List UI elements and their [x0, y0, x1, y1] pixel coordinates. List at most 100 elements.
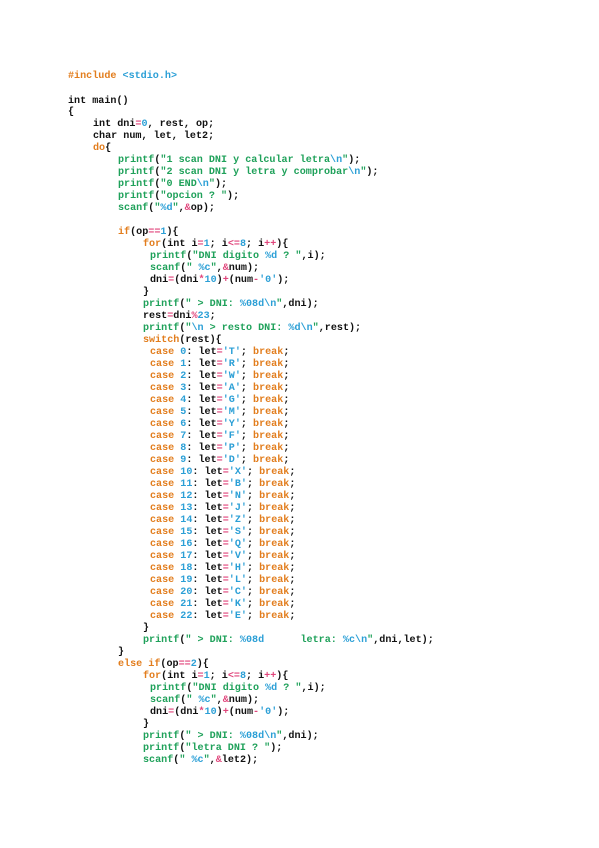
code-token: ; [246, 587, 260, 598]
code-token: 'P' [222, 443, 241, 454]
code-token: " [179, 755, 192, 766]
code-line: printf(" > DNI: %08d\n",dni); [143, 731, 319, 743]
code-token: 10 [204, 275, 217, 286]
code-token: 'J' [228, 503, 247, 514]
code-token: = [222, 539, 229, 550]
code-token: 2 [180, 371, 187, 382]
code-token: , [209, 755, 216, 766]
code-token: : let [192, 611, 223, 622]
code-token: case [150, 563, 181, 574]
code-token: " [210, 263, 217, 274]
code-line: if(op==1){ [118, 227, 179, 239]
code-token: 3 [180, 383, 187, 394]
code-token: ( [154, 155, 161, 166]
code-token: : let [186, 383, 217, 394]
code-token: ( [186, 683, 193, 694]
code-token: ( [179, 731, 186, 742]
code-line: case 18: let='H'; break; [150, 563, 295, 575]
code-token: ( [179, 743, 186, 754]
code-token: = [222, 575, 229, 586]
code-token: : let [192, 515, 223, 526]
code-token: = [197, 671, 204, 682]
code-token: \n [191, 323, 204, 334]
code-token: ; [246, 479, 260, 490]
code-token: let2); [221, 755, 259, 766]
code-line: printf("2 scan DNI y letra y comprobar\n… [118, 167, 379, 179]
code-line: } [118, 647, 124, 659]
code-token: ; [246, 563, 260, 574]
code-token: ( [179, 299, 186, 310]
code-line: case 11: let='B'; break; [150, 479, 295, 491]
code-token: == [148, 227, 161, 238]
code-token: op); [190, 203, 215, 214]
code-token: case [150, 491, 181, 502]
code-token: - [253, 275, 260, 286]
code-token: ); [227, 191, 240, 202]
code-token: ; i [246, 671, 265, 682]
code-token: case [150, 479, 181, 490]
code-line: case 13: let='J'; break; [150, 503, 295, 515]
code-token: ); [270, 743, 283, 754]
code-token: ,dni); [282, 731, 319, 742]
code-token: case [150, 395, 181, 406]
code-token: ; [246, 515, 260, 526]
code-line: scanf("%d",&op); [118, 203, 215, 215]
code-token: ; [283, 407, 290, 418]
code-line: case 16: let='Q'; break; [150, 539, 295, 551]
code-token: 'Z' [228, 515, 247, 526]
code-token: = [222, 587, 229, 598]
code-token: ; [289, 515, 296, 526]
code-token: (int i [161, 671, 198, 682]
code-token: %c [198, 695, 211, 706]
code-token: * [198, 275, 205, 286]
code-token: ); [277, 707, 290, 718]
code-token: 16 [180, 539, 193, 550]
code-token: 'V' [228, 551, 247, 562]
code-token: "2 scan DNI y letra y comprobar [160, 167, 349, 178]
code-token: %d [265, 683, 278, 694]
code-line: int dni=0, rest, op; [93, 119, 214, 131]
code-token: ; [289, 551, 296, 562]
code-token: = [222, 491, 229, 502]
code-token: dni [173, 311, 192, 322]
code-token: ; [240, 407, 254, 418]
code-token: ){ [196, 659, 209, 670]
code-token: ; [246, 467, 260, 478]
code-token: <stdio.h> [122, 71, 178, 82]
code-token: break [259, 551, 290, 562]
code-token: " [342, 155, 349, 166]
code-token: num); [228, 263, 260, 274]
code-token: (rest){ [179, 335, 222, 346]
code-token: ; [289, 503, 296, 514]
code-token: ; [289, 527, 296, 538]
code-token: 'X' [228, 467, 247, 478]
code-token: 'G' [222, 395, 241, 406]
code-token: ; [240, 359, 254, 370]
code-token: %c [342, 635, 356, 646]
code-token: 'M' [222, 407, 241, 418]
code-token: = [222, 527, 229, 538]
code-token: ){ [276, 671, 289, 682]
code-token: 'F' [222, 431, 241, 442]
code-token: ; i [209, 671, 228, 682]
code-line: } [143, 287, 149, 299]
code-token: break [253, 419, 284, 430]
code-line: case 12: let='N'; break; [150, 491, 295, 503]
code-token: 20 [180, 587, 193, 598]
code-token: ; [240, 455, 254, 466]
code-token: case [150, 551, 181, 562]
code-token: printf [143, 635, 180, 646]
code-line: case 14: let='Z'; break; [150, 515, 295, 527]
code-token: ; [283, 443, 290, 454]
code-line: case 8: let='P'; break; [150, 443, 289, 455]
code-token: \n [355, 635, 368, 646]
code-line: scanf(" %c",&let2); [143, 755, 258, 767]
code-token: ; [246, 611, 260, 622]
code-token: ; [289, 479, 296, 490]
code-token: { [105, 143, 112, 154]
code-token: ; [246, 491, 260, 502]
code-token: 2 [190, 659, 197, 670]
code-line: case 3: let='A'; break; [150, 383, 289, 395]
code-token: case [150, 419, 181, 430]
code-line: case 19: let='L'; break; [150, 575, 295, 587]
